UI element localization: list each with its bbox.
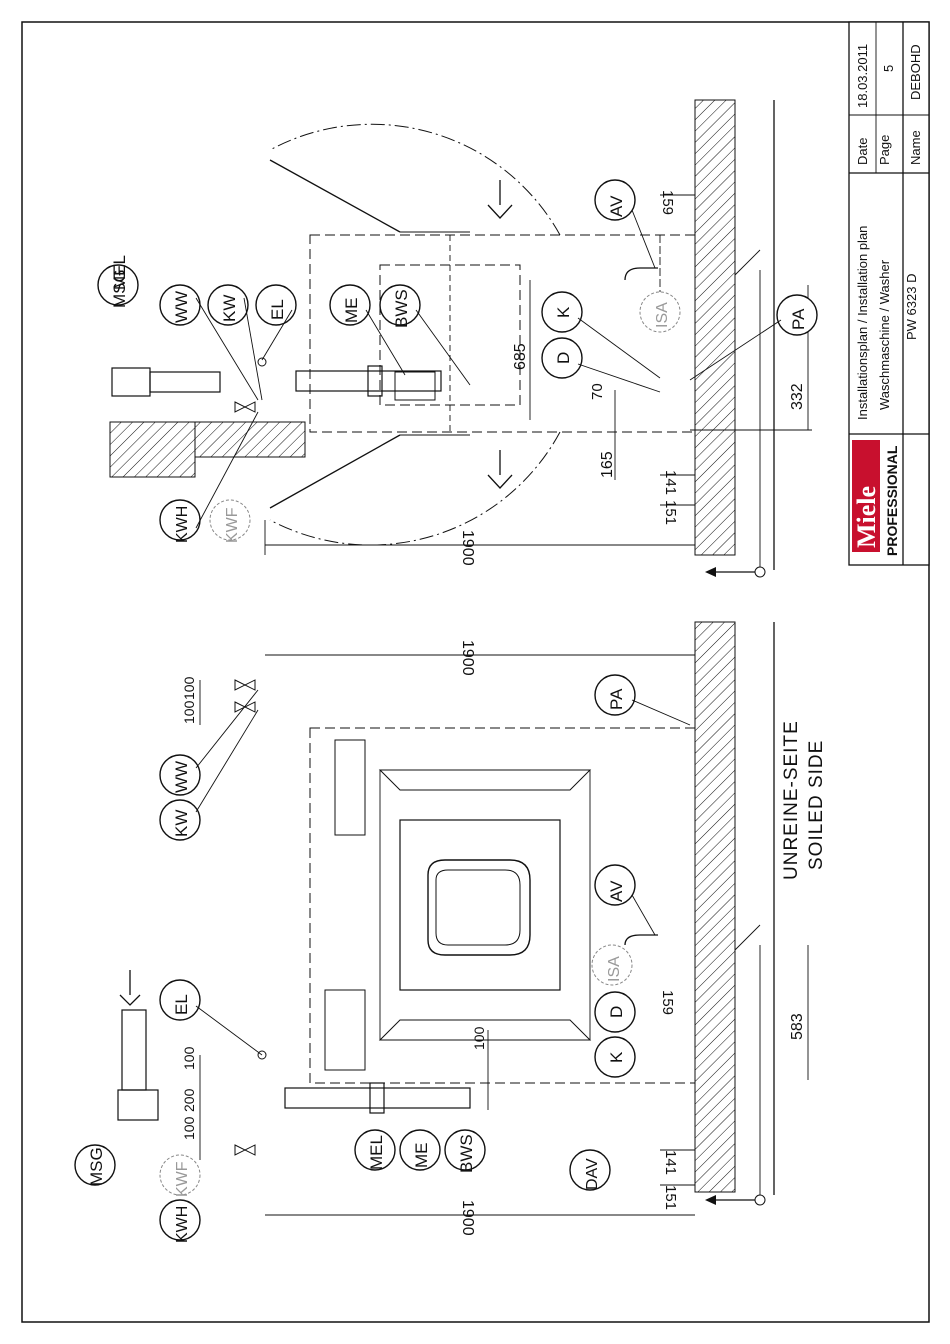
label-kwf-top: KWF — [224, 507, 241, 543]
label-mel-top: MEL — [110, 255, 129, 290]
name-value: DEBOHD — [908, 44, 923, 100]
top-view-labels: MSG WW KW EL MEL ME BWS AV ISA K D PA KW… — [97, 179, 818, 566]
label-k-front: K — [607, 1051, 626, 1063]
dim-141-front: 141 — [662, 1150, 679, 1175]
label-bws-front: BWS — [457, 1134, 476, 1173]
page-label: Page — [877, 135, 892, 165]
svg-text:Miele: Miele — [852, 486, 881, 548]
label-kw-front: KW — [172, 810, 191, 837]
dim-70: 70 — [589, 383, 606, 400]
floor-hatch-bottom — [694, 621, 736, 1193]
dim-583: 583 — [789, 1013, 806, 1040]
label-pa-front: PA — [607, 688, 626, 710]
dim-159-top: 159 — [659, 190, 676, 215]
dim-100-e: 100 — [471, 1026, 487, 1050]
top-view — [109, 99, 812, 578]
label-pa-top: PA — [789, 308, 808, 330]
dim-100-d: 100 — [181, 1116, 197, 1140]
label-d-top: D — [554, 352, 573, 364]
label-dav-front: DAV — [584, 1158, 601, 1190]
door-swing-arc-top — [269, 123, 561, 236]
label-ww-front: WW — [172, 761, 191, 793]
dim-159-front: 159 — [659, 990, 676, 1015]
dim-332: 332 — [789, 383, 806, 410]
title-line1: Installationsplan / Installation plan — [855, 226, 870, 420]
label-kwh-top: KWH — [174, 506, 191, 543]
miele-logo: Miele PROFESSIONAL — [852, 440, 900, 556]
dim-151-top: 151 — [662, 500, 679, 525]
label-d-front: D — [607, 1006, 626, 1018]
dim-141-top: 141 — [662, 470, 679, 495]
title-line2: Waschmaschine / Washer — [877, 259, 892, 410]
dim-1900-top: 1900 — [459, 530, 476, 566]
door-top — [269, 159, 401, 233]
label-msg-top: MSG — [110, 269, 129, 308]
dim-1900-mid: 1900 — [459, 640, 476, 676]
label-mel-front: MEL — [367, 1135, 386, 1170]
brand-sub-text: PROFESSIONAL — [884, 445, 900, 556]
dim-165: 165 — [599, 451, 616, 478]
sheet-border — [21, 21, 930, 1323]
dim-685: 685 — [512, 343, 529, 370]
door-swing-arc-bottom — [269, 431, 561, 546]
wall-hatch-left — [109, 421, 196, 478]
date-label: Date — [855, 138, 870, 165]
dim-100-b: 100 — [181, 700, 197, 724]
side-text-unreine-seite: UNREINE-SEITE — [781, 720, 802, 880]
door-frame — [399, 819, 561, 991]
machine-outline-front — [309, 727, 696, 1084]
label-av-top: AV — [607, 195, 626, 217]
flow-arrow-1 — [487, 180, 513, 219]
label-bws-top: BWS — [392, 289, 411, 328]
label-kwf-front: KWF — [174, 1161, 191, 1197]
label-el-top: EL — [268, 299, 287, 320]
name-label: Name — [908, 130, 923, 165]
door-bottom — [269, 434, 401, 509]
dim-100-a: 100 — [181, 676, 197, 700]
dim-100-c: 100 — [181, 1046, 197, 1070]
front-view — [117, 621, 809, 1216]
label-me-top: ME — [342, 298, 361, 324]
side-text-soiled-side: SOILED SIDE — [806, 740, 827, 870]
label-msg-front: MSG — [87, 1147, 106, 1186]
title-block: Miele PROFESSIONAL Installationsplan / I… — [848, 21, 930, 566]
label-me-front: ME — [412, 1143, 431, 1169]
label-el-front: EL — [172, 994, 191, 1015]
title-line3: PW 6323 D — [904, 274, 919, 340]
floor-hatch-top — [694, 99, 736, 556]
label-k-top: K — [554, 306, 573, 318]
label-kwh-front: KWH — [174, 1206, 191, 1243]
dim-1900-bottom: 1900 — [459, 1200, 476, 1236]
dim-200: 200 — [181, 1088, 197, 1112]
front-view-labels: WW KW EL MSG KWF KWH MEL ME BWS DAV AV I… — [74, 640, 827, 1243]
porthole — [427, 859, 531, 956]
machine-outline-top — [309, 234, 696, 433]
label-av-front: AV — [607, 880, 626, 902]
page-value: 5 — [881, 65, 896, 72]
dim-151-front: 151 — [662, 1185, 679, 1210]
date-value: 18.03.2011 — [855, 44, 870, 108]
flow-arrow-2 — [487, 450, 513, 489]
label-kw-top: KW — [220, 295, 239, 322]
label-isa-top: ISA — [654, 302, 671, 328]
label-ww-top: WW — [172, 291, 191, 323]
label-isa-front: ISA — [606, 956, 623, 982]
